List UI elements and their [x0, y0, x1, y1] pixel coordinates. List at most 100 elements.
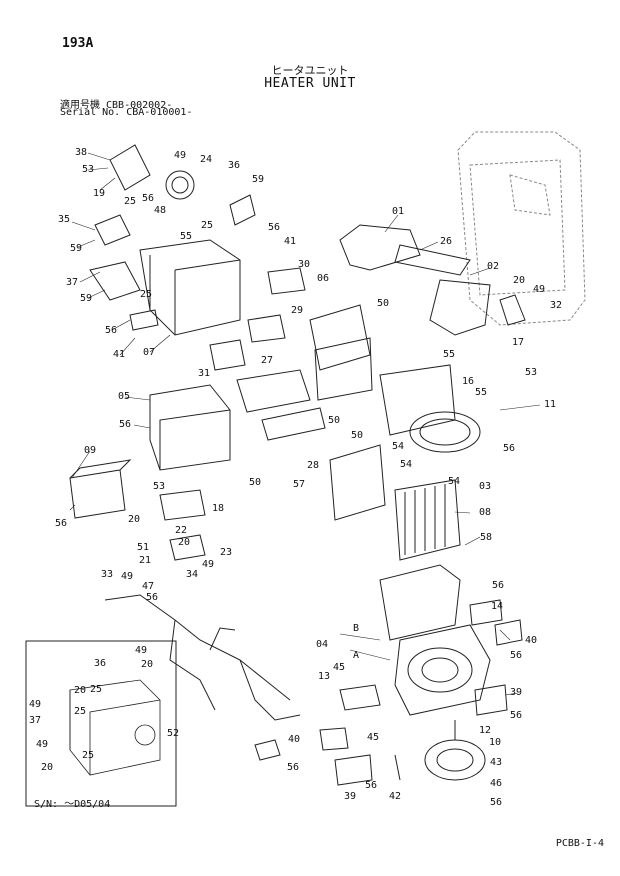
callout-52: 52	[166, 728, 180, 739]
callout-50c: 50	[350, 430, 364, 441]
callout-38: 38	[74, 147, 88, 158]
callout-13: 13	[317, 671, 331, 682]
callout-55c: 55	[474, 387, 488, 398]
callout-B: B	[352, 623, 360, 634]
callout-49c: 49	[201, 559, 215, 570]
callout-47: 47	[141, 581, 155, 592]
callout-20: 20	[177, 537, 191, 548]
callout-29: 29	[290, 305, 304, 316]
inset-callout-37: 37	[28, 715, 42, 726]
inset-serial-note: S/N: ～D05/04	[34, 799, 111, 810]
serial-line-japanese: 適用号機 CBB-002002-	[60, 100, 173, 111]
page-number: 193A	[62, 36, 94, 51]
callout-23: 23	[219, 547, 233, 558]
callout-56i: 56	[509, 650, 523, 661]
callout-A: A	[352, 650, 360, 661]
callout-53: 53	[81, 164, 95, 175]
callout-24: 24	[199, 154, 213, 165]
callout-09: 09	[83, 445, 97, 456]
callout-46: 46	[489, 778, 503, 789]
inset-callout-49c: 49	[35, 739, 49, 750]
inset-callout-20: 20	[140, 659, 154, 670]
serial-line-english: Serial No. CBA-010001-	[60, 107, 193, 118]
callout-03: 03	[478, 481, 492, 492]
callout-56: 56	[141, 193, 155, 204]
callout-56b: 56	[267, 222, 281, 233]
callout-02: 02	[486, 261, 500, 272]
callout-54: 54	[391, 441, 405, 452]
footer-code: PCBB-I-4	[555, 838, 604, 849]
callout-30: 30	[297, 259, 311, 270]
callout-53c: 53	[524, 367, 538, 378]
callout-50: 50	[376, 298, 390, 309]
callout-34: 34	[185, 569, 199, 580]
callout-55: 55	[179, 231, 193, 242]
callout-42: 42	[388, 791, 402, 802]
callout-18: 18	[211, 503, 225, 514]
callout-50d: 50	[248, 477, 262, 488]
callout-21: 21	[138, 555, 152, 566]
blower-assembly	[319, 564, 523, 786]
inset-box	[25, 640, 177, 807]
inset-callout-20b: 20	[73, 685, 87, 696]
callout-28: 28	[306, 460, 320, 471]
inset-callout-36: 36	[93, 658, 107, 669]
callout-56g: 56	[502, 443, 516, 454]
callout-57: 57	[292, 479, 306, 490]
callout-53b: 53	[152, 481, 166, 492]
callout-59: 59	[251, 174, 265, 185]
callout-56j: 56	[509, 710, 523, 721]
inset-callout-25c: 25	[81, 750, 95, 761]
callout-50b: 50	[327, 415, 341, 426]
callout-39: 39	[509, 687, 523, 698]
inset-callout-20c: 20	[40, 762, 54, 773]
callout-45: 45	[366, 732, 380, 743]
callout-20b: 20	[127, 514, 141, 525]
callout-59c: 59	[79, 293, 93, 304]
callout-25: 25	[123, 196, 137, 207]
callout-55b: 55	[442, 349, 456, 360]
callout-56d: 56	[118, 419, 132, 430]
callout-20c: 20	[512, 275, 526, 286]
callout-39b: 39	[343, 791, 357, 802]
callout-58: 58	[479, 532, 493, 543]
callout-49b: 49	[120, 571, 134, 582]
heater-case-upper	[329, 224, 526, 561]
callout-40b: 40	[287, 734, 301, 745]
callout-59b: 59	[69, 243, 83, 254]
callout-41: 41	[283, 236, 297, 247]
callout-12: 12	[478, 725, 492, 736]
inset-callout-49b: 49	[28, 699, 42, 710]
callout-11: 11	[543, 399, 557, 410]
callout-49: 49	[173, 150, 187, 161]
wire-harness	[104, 594, 301, 761]
callout-22: 22	[174, 525, 188, 536]
callout-54c: 54	[447, 476, 461, 487]
callout-06: 06	[316, 273, 330, 284]
callout-04: 04	[315, 639, 329, 650]
leader-lines	[69, 152, 541, 696]
inset-callout-25: 25	[89, 684, 103, 695]
callout-01: 01	[391, 206, 405, 217]
inset-callout-25b: 25	[73, 706, 87, 717]
callout-10: 10	[488, 737, 502, 748]
cab-outline	[457, 131, 586, 326]
callout-48: 48	[153, 205, 167, 216]
callout-25b: 25	[200, 220, 214, 231]
callout-4-4: 45	[332, 662, 346, 673]
callout-37: 37	[65, 277, 79, 288]
callout-33: 33	[100, 569, 114, 580]
callout-25c: 25	[139, 289, 153, 300]
callout-56l: 56	[364, 780, 378, 791]
callout-56m: 56	[489, 797, 503, 808]
callout-51: 51	[136, 542, 150, 553]
title-japanese: ヒータユニット	[271, 64, 349, 77]
callout-40: 40	[524, 635, 538, 646]
callout-49d: 49	[532, 284, 546, 295]
door-assemblies	[236, 267, 373, 441]
callout-56c: 56	[104, 325, 118, 336]
callout-43: 43	[489, 757, 503, 768]
callout-56e: 56	[54, 518, 68, 529]
callout-07: 07	[142, 347, 156, 358]
